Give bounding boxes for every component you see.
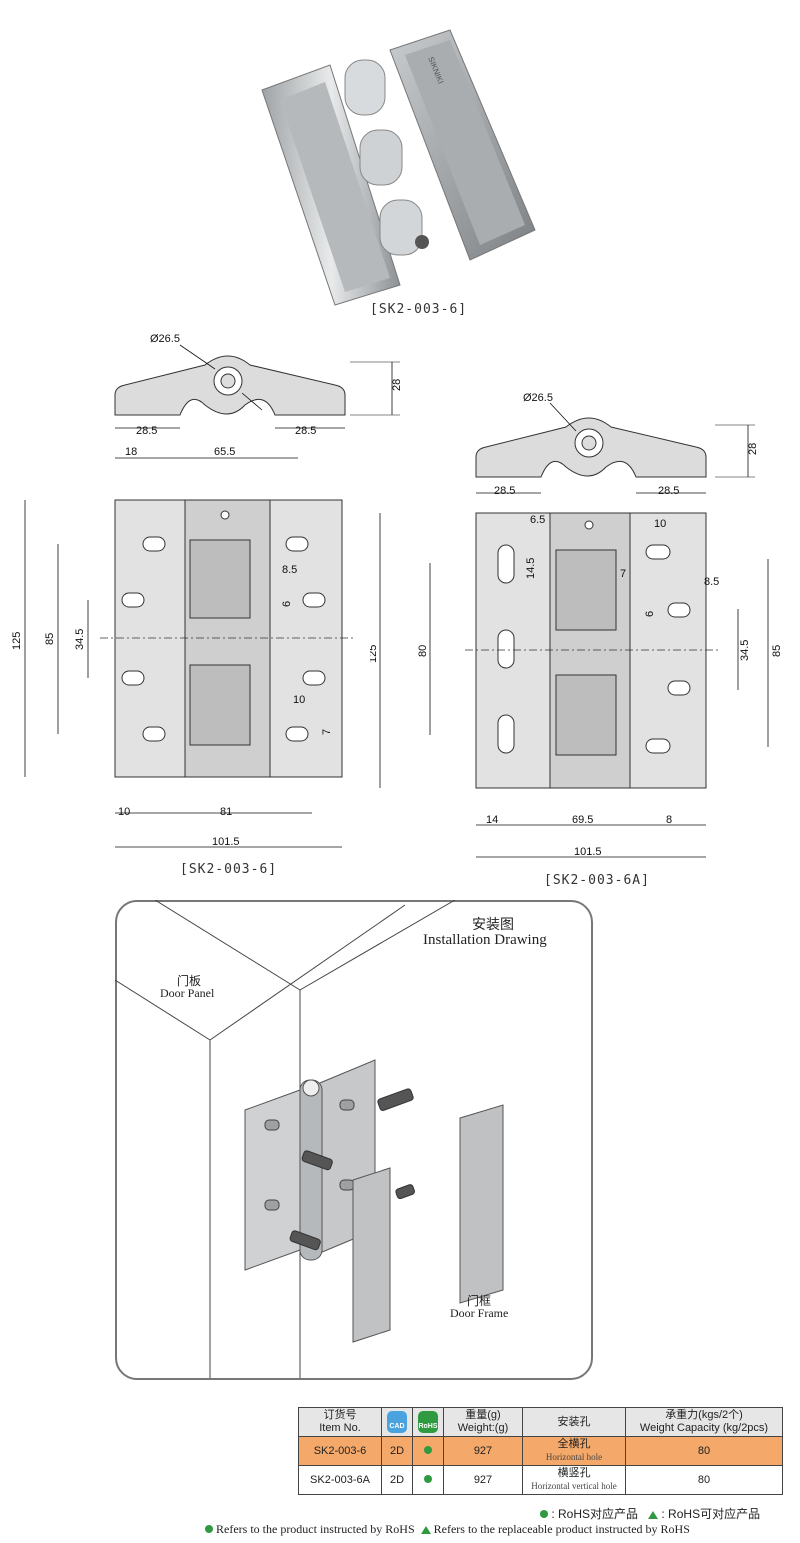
cell-mount-cn: 横竖孔 xyxy=(557,1467,591,1479)
table-row: SK2-003-6 2D 927 全横孔 Horizontal hole 80 xyxy=(298,1436,783,1466)
dim-height-outer: 85 xyxy=(44,633,56,645)
dim-diameter-6a: Ø26.5 xyxy=(523,392,553,404)
cell-mount-en: Horizontal hole xyxy=(545,1452,603,1462)
door-panel-cn: 门板 xyxy=(177,974,202,988)
dim-offset-left: 10 xyxy=(118,806,130,818)
dim-width-total: 101.5 xyxy=(212,836,240,848)
dim-offset-right-6a: 8 xyxy=(666,814,672,826)
dim-hole-pitch-6a: 69.5 xyxy=(572,814,593,826)
dim-top-span: 65.5 xyxy=(214,446,235,458)
dim-right-width-6a: 28.5 xyxy=(658,485,679,497)
drawing-6a-caption: [SK2-003-6A] xyxy=(544,873,650,888)
header-capacity: 承重力(kgs/2个)Weight Capacity (kg/2pcs) xyxy=(625,1407,783,1437)
hinge-exploded xyxy=(244,1059,504,1343)
dim-width-total-6a: 101.5 xyxy=(574,846,602,858)
dim-slot-top-h-6a: 14.5 xyxy=(525,558,537,579)
door-frame-cn: 门框 xyxy=(467,1294,492,1308)
rohs-dot-icon xyxy=(424,1445,432,1454)
dim-slot-big-h-6a: 7 xyxy=(620,568,626,580)
photo-caption: [SK2-003-6] xyxy=(370,302,468,317)
cell-cad: 2D xyxy=(381,1436,413,1466)
dim-slot-w: 8.5 xyxy=(282,564,297,576)
cell-mount: 横竖孔 Horizontal vertical hole xyxy=(522,1465,626,1495)
rohs-triangle-icon xyxy=(420,1526,431,1535)
cell-weight: 927 xyxy=(443,1465,523,1495)
installation-title-en: Installation Drawing xyxy=(423,932,547,948)
door-panel-en: Door Panel xyxy=(160,986,215,1000)
rohs-icon: RoHS xyxy=(418,1411,438,1433)
rohs-dot-icon xyxy=(205,1525,213,1533)
rohs-dot-icon xyxy=(540,1510,548,1518)
header-capacity-cn: 承重力(kgs/2个) xyxy=(665,1409,743,1421)
installation-drawing: 安装图 Installation Drawing 门板 Door Panel 门… xyxy=(115,900,593,1380)
dim-slot-big-h: 7 xyxy=(321,729,333,735)
header-weight-cn: 重量(g) xyxy=(465,1409,501,1421)
dim-height: 28 xyxy=(391,379,403,391)
dim-slot-w-6a: 8.5 xyxy=(704,576,719,588)
dim-height-right-inner-6a: 34.5 xyxy=(739,640,751,661)
cell-item: SK2-003-6 xyxy=(298,1436,382,1466)
rohs-triangle-icon xyxy=(648,1510,659,1519)
legend-rohs-replaceable-en: Refers to the replaceable product instru… xyxy=(433,1522,690,1536)
dim-slot-h: 6 xyxy=(281,601,293,607)
dim-left-width: 28.5 xyxy=(136,425,157,437)
rohs-dot-icon xyxy=(424,1474,432,1483)
dim-right-width: 28.5 xyxy=(295,425,316,437)
top-view-6a xyxy=(475,402,755,494)
drawing-sk2-003-6: Ø26.5 28.5 28.5 28 xyxy=(0,325,420,860)
cell-capacity: 80 xyxy=(625,1465,783,1495)
header-mount-cn: 安装孔 xyxy=(557,1415,591,1428)
header-cad: CAD xyxy=(381,1407,413,1437)
header-item-cn: 订货号 xyxy=(323,1409,357,1421)
table-row: SK2-003-6A 2D 927 横竖孔 Horizontal vertical… xyxy=(298,1465,783,1495)
legend-rohs-replaceable-cn: : RoHS可对应产品 xyxy=(661,1507,761,1521)
dim-slot-big-w-6a: 10 xyxy=(654,518,666,530)
legend-line-2: Refers to the product instructed by RoHS… xyxy=(205,1522,690,1537)
legend-rohs-cn: : RoHS对应产品 xyxy=(551,1507,639,1521)
cell-capacity: 80 xyxy=(625,1436,783,1466)
door-frame-en: Door Frame xyxy=(450,1306,509,1320)
cell-mount-cn: 全横孔 xyxy=(557,1438,591,1450)
cad-icon: CAD xyxy=(387,1411,407,1433)
top-view-6 xyxy=(114,344,400,429)
header-weight-en: Weight:(g) xyxy=(457,1422,509,1434)
dim-height-right-outer-6a: 85 xyxy=(771,645,783,657)
cell-mount: 全横孔 Horizontal hole xyxy=(522,1436,626,1466)
dim-height-left-6a: 80 xyxy=(417,645,429,657)
dim-slot-big-w: 10 xyxy=(293,694,305,706)
front-view-6a xyxy=(379,512,769,858)
dim-height-6a: 28 xyxy=(747,443,759,455)
header-capacity-en: Weight Capacity (kg/2pcs) xyxy=(639,1422,769,1434)
dim-left-width-6a: 28.5 xyxy=(494,485,515,497)
product-photo: SIKNIKI xyxy=(250,20,540,310)
dim-height-total-6a: 125 xyxy=(370,645,379,663)
cell-cad: 2D xyxy=(381,1465,413,1495)
cell-item: SK2-003-6A xyxy=(298,1465,382,1495)
header-weight: 重量(g)Weight:(g) xyxy=(443,1407,523,1437)
legend-line-1: : RoHS对应产品 : RoHS可对应产品 xyxy=(540,1505,760,1522)
dim-offset-left-6a: 14 xyxy=(486,814,498,826)
dim-top-left: 18 xyxy=(125,446,137,458)
dim-height-total: 125 xyxy=(11,632,23,650)
drawing-6-caption: [SK2-003-6] xyxy=(180,862,278,877)
installation-title-cn: 安装图 xyxy=(472,918,514,933)
dim-hole-pitch: 81 xyxy=(220,806,232,818)
dim-height-inner: 34.5 xyxy=(74,629,86,650)
dim-slot-h-6a: 6 xyxy=(644,611,656,617)
cell-rohs xyxy=(412,1465,444,1495)
header-rohs: RoHS xyxy=(412,1407,444,1437)
header-mount: 安装孔 xyxy=(522,1407,626,1437)
cell-mount-en: Horizontal vertical hole xyxy=(531,1481,617,1491)
dim-diameter: Ø26.5 xyxy=(150,333,180,345)
front-view-6 xyxy=(24,457,355,848)
legend-rohs-en: Refers to the product instructed by RoHS xyxy=(216,1522,415,1536)
cell-rohs xyxy=(412,1436,444,1466)
dim-slot-top-w-6a: 6.5 xyxy=(530,514,545,526)
cell-weight: 927 xyxy=(443,1436,523,1466)
header-item-en: Item No. xyxy=(319,1422,361,1434)
drawing-sk2-003-6a: Ø26.5 28.5 28.5 28 xyxy=(367,385,790,865)
